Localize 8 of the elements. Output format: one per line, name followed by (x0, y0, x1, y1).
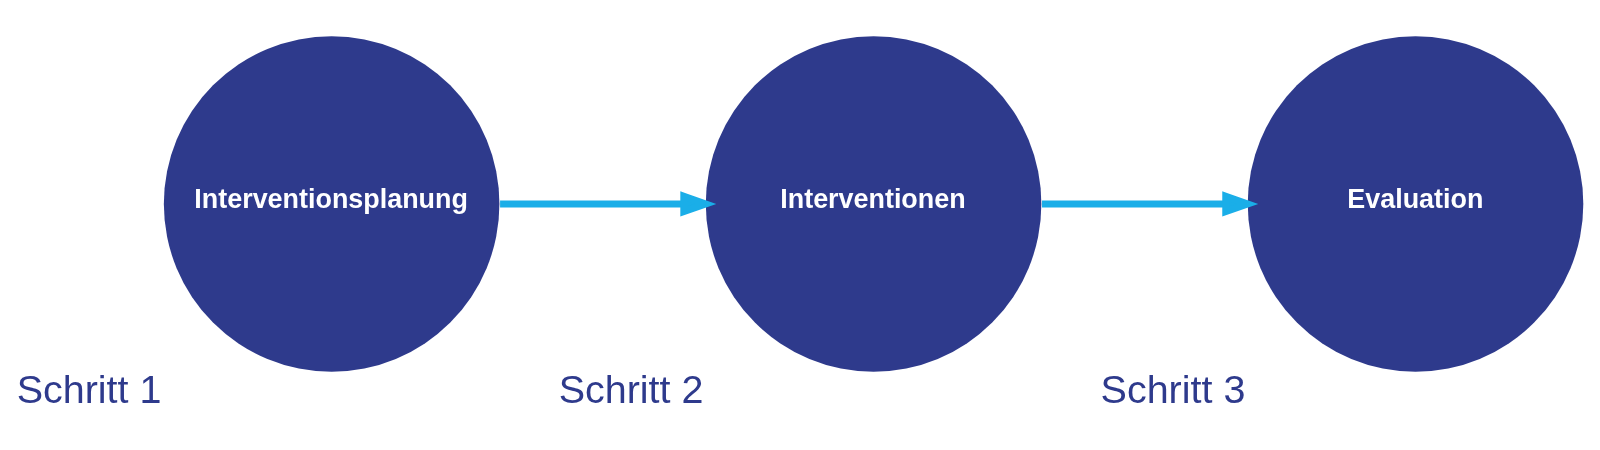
node-circle: Evaluation (1247, 35, 1584, 372)
arrow (500, 190, 717, 217)
node-label: Schritt 1 (16, 366, 162, 411)
node-circle: Interventionen (705, 35, 1042, 372)
node-label: Schritt 2 (558, 366, 704, 411)
node-circle: Interventionsplanung (163, 35, 500, 372)
node-label: Schritt 3 (1100, 366, 1246, 411)
arrow (1042, 190, 1259, 217)
